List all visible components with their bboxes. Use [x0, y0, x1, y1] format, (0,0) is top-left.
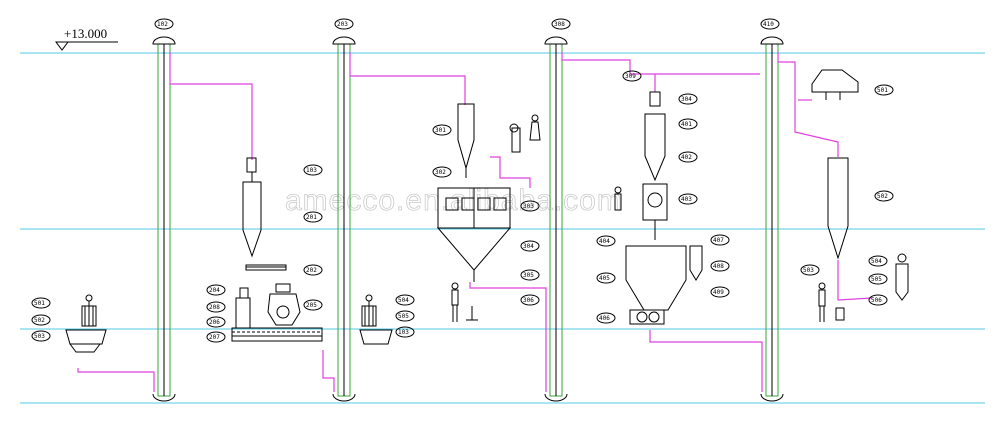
bucket-elevator-2: 203: [332, 18, 356, 402]
equipment-tag-label: 403: [681, 196, 692, 203]
equipment-tag-label: 503: [803, 267, 814, 274]
equipment-tag-label: 304: [681, 96, 692, 103]
equipment-tag-label: 406: [599, 315, 610, 322]
equipment-tag-label: 309: [625, 73, 636, 80]
equipment-tag-label: 504: [398, 297, 409, 304]
equipment-tag-label: 202: [306, 267, 317, 274]
equipment-tag-label: 207: [209, 334, 220, 341]
equipment-tag-label: 502: [34, 317, 45, 324]
equipment-tag-label: 505: [398, 313, 409, 320]
material-flow-pipes: [77, 52, 873, 392]
equipment-tag-label: 204: [209, 287, 220, 294]
equipment-tag-label: 401: [681, 121, 692, 128]
equipment-tag-label: 103: [398, 329, 409, 336]
equipment-tag-label: 302: [435, 169, 446, 176]
equipment-tag-label: 502: [877, 193, 888, 200]
equipment-tag-label: 301: [435, 127, 446, 134]
equipment-tag-label: 404: [599, 238, 610, 245]
equipment-tag-label: 405: [599, 275, 610, 282]
equipment-tag-label: 203: [337, 21, 348, 28]
equipment-tag-label: 208: [209, 304, 220, 311]
equipment-tag-label: 206: [209, 319, 220, 326]
equipment-tag-label: 205: [306, 302, 317, 309]
equipment-tag-label: 201: [306, 214, 317, 221]
elevation-label: +13.000: [64, 26, 107, 41]
section-4-pelleting: 309 304 401 402 403 404 405 406 407 408 …: [596, 70, 730, 325]
section-2-equipment: 103 201 202 205 204 208 206 207: [206, 157, 323, 343]
watermark: amecco.en.alibaba.com: [285, 184, 623, 217]
elevation-marker: +13.000: [55, 26, 118, 51]
equipment-tag-label: 306: [523, 297, 534, 304]
equipment-tag-label: 408: [713, 263, 724, 270]
bucket-elevator-1: 102: [152, 18, 176, 402]
equipment-tag-label: 506: [871, 297, 882, 304]
equipment-tag-label: 402: [681, 154, 692, 161]
equipment-tag-label: 503: [34, 333, 45, 340]
section-5-packing: 501 502 503 504 505 506: [800, 69, 909, 322]
equipment-tag-label: 308: [554, 21, 565, 28]
equipment-tag-label: 305: [523, 272, 534, 279]
bucket-elevator-4: 410: [760, 18, 784, 402]
equipment-tag-label: 103: [306, 167, 317, 174]
equipment-tag-label: 505: [871, 276, 882, 283]
equipment-tag-label: 303: [523, 203, 534, 210]
bucket-elevator-3: 308: [544, 18, 571, 402]
equipment-tag-label: 102: [157, 21, 168, 28]
equipment-tag-label: 504: [871, 258, 882, 265]
equipment-tag-label: 410: [763, 21, 774, 28]
section-3-batching: 301 302 303 304 305 306: [432, 103, 541, 322]
equipment-tag-label: 501: [877, 87, 888, 94]
equipment-tag-label: 409: [713, 289, 724, 296]
floor-lines: [20, 52, 985, 404]
intake-hopper-middle: 504 505 103: [359, 294, 415, 345]
equipment-tag-label: 501: [34, 300, 45, 307]
equipment-tag-label: 407: [713, 237, 724, 244]
intake-hopper-left: 501 502 503: [31, 294, 107, 353]
equipment-tag-label: 304: [523, 243, 534, 250]
